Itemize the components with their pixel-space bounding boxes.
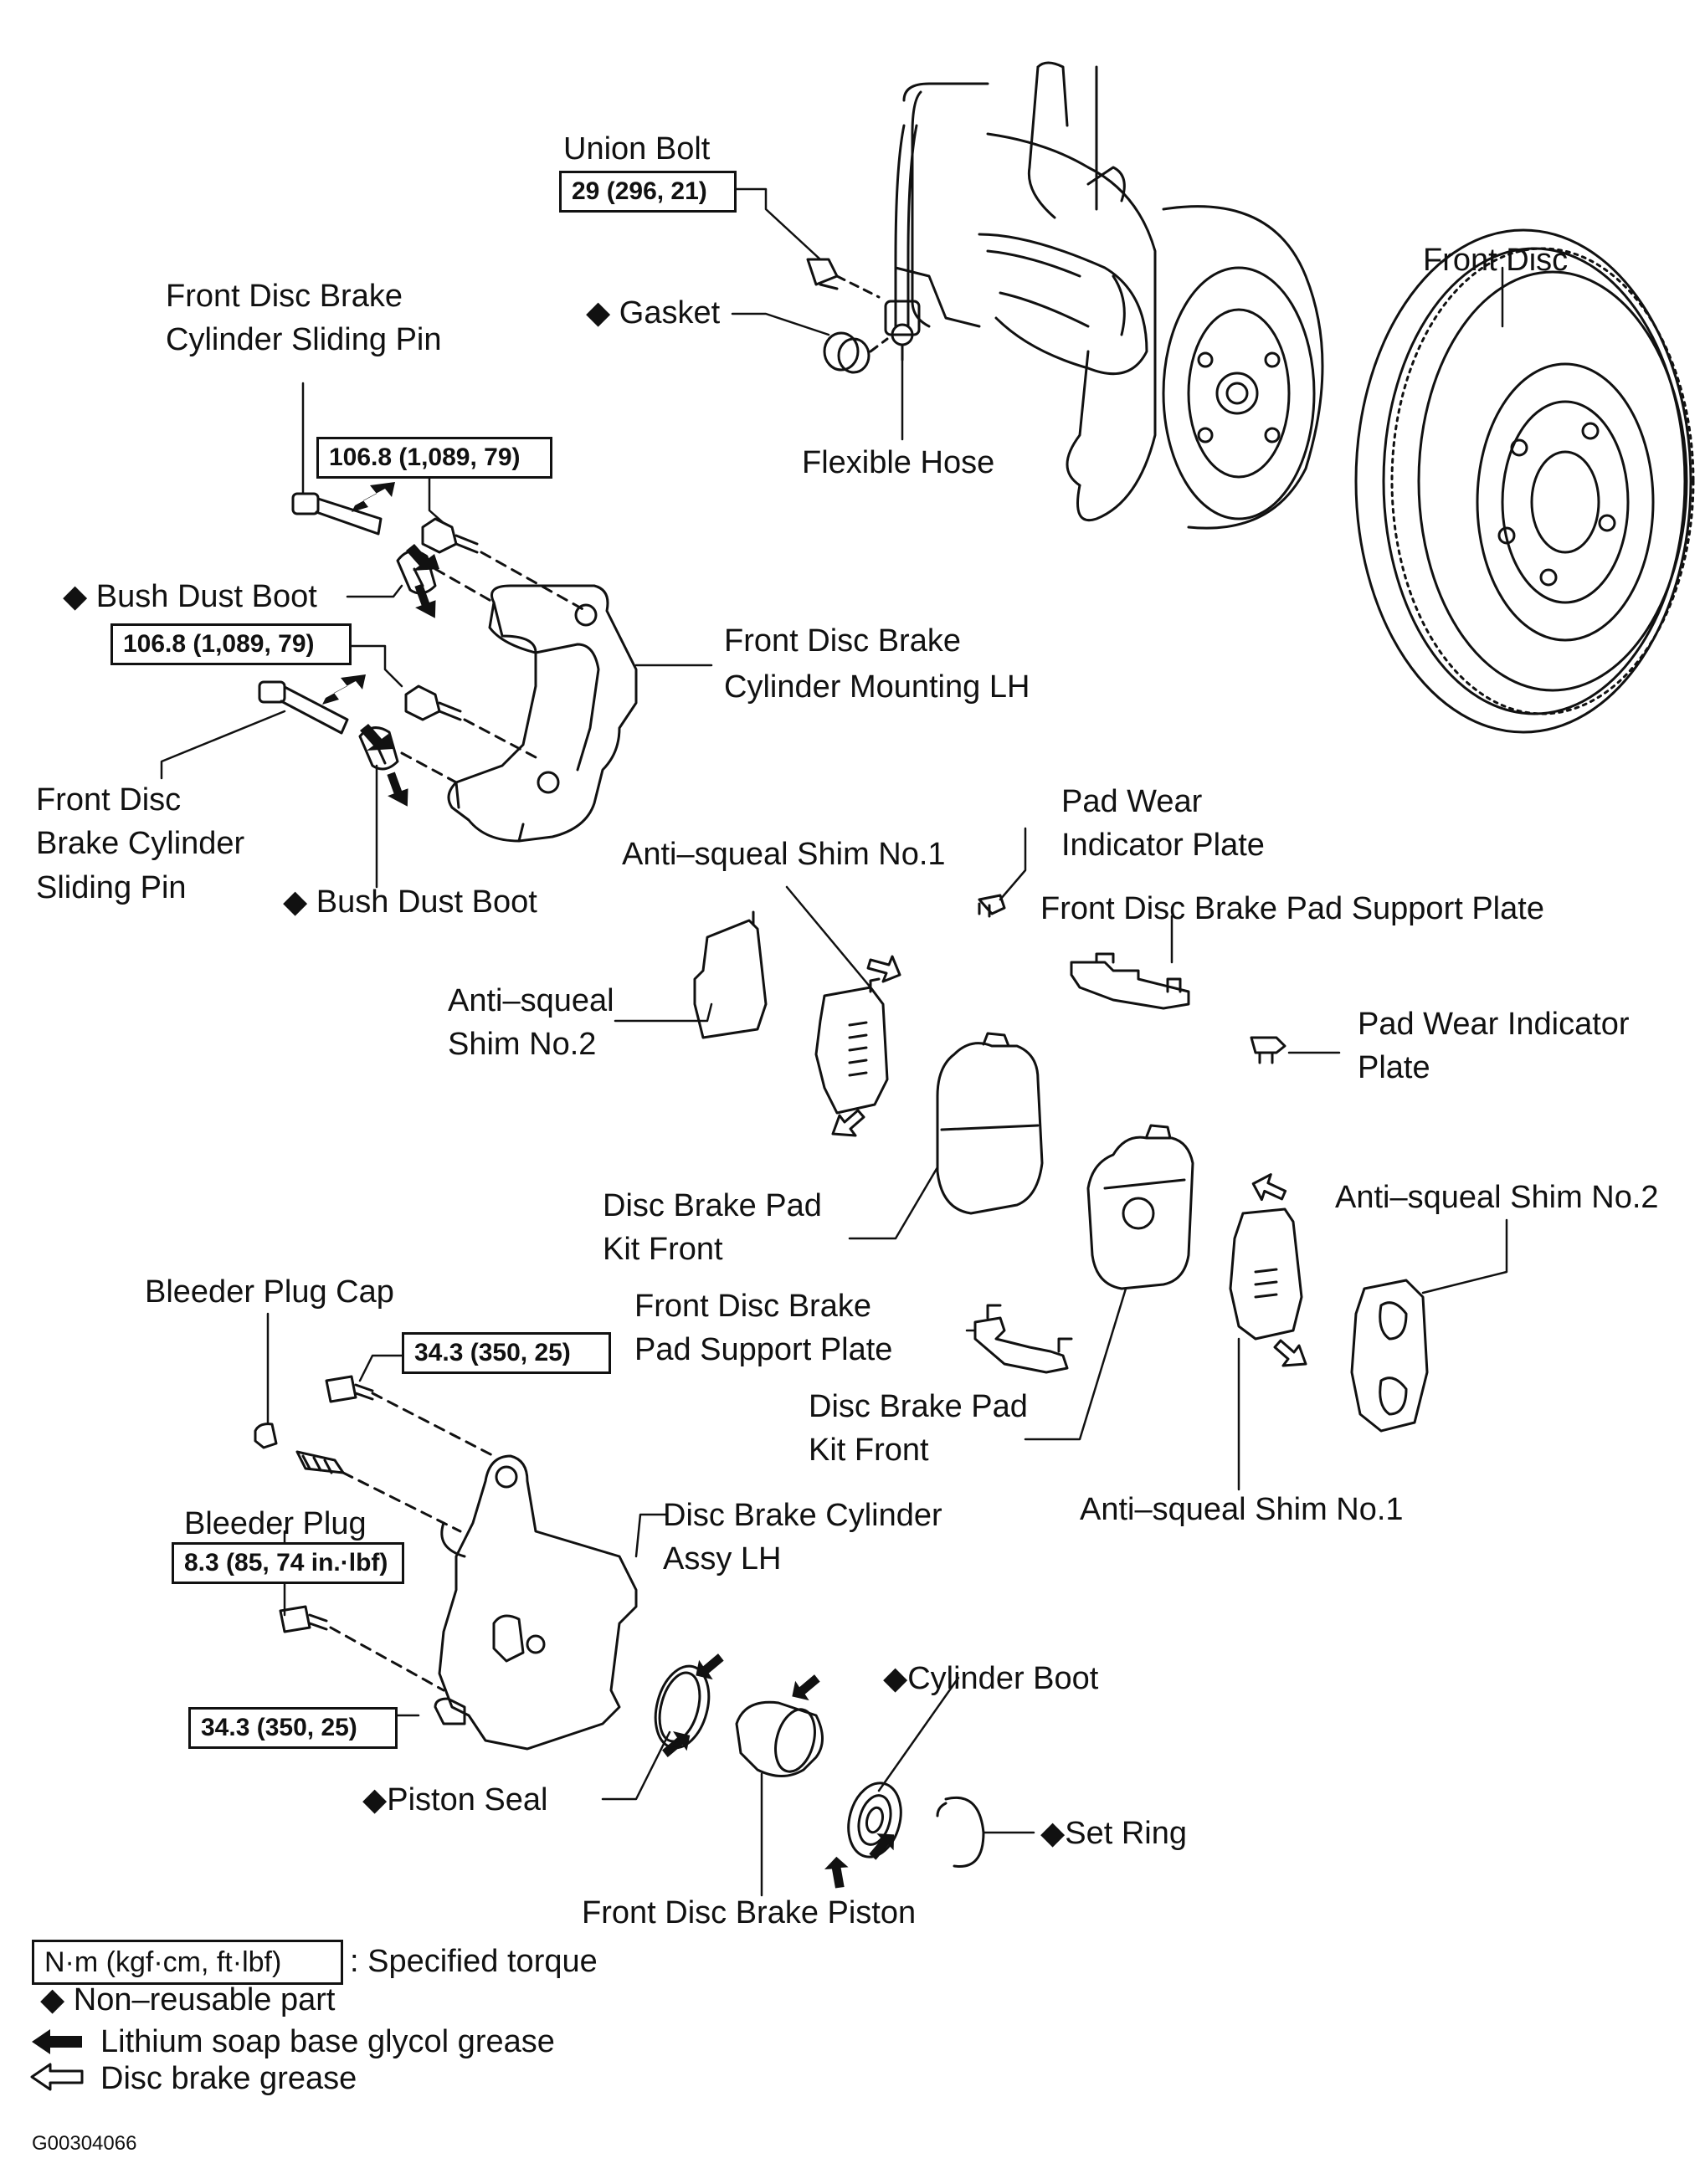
front-disc-label: Front Disc bbox=[1423, 243, 1569, 278]
pad-kit-2-label-line1: Disc Brake Pad bbox=[809, 1389, 1028, 1424]
bleeder-lower-torque-box: 34.3 (350, 25) bbox=[188, 1707, 398, 1749]
shim1-bottom-label: Anti–squeal Shim No.1 bbox=[1080, 1492, 1404, 1527]
set-ring-label: ◆Set Ring bbox=[1040, 1816, 1187, 1851]
piston-label: Front Disc Brake Piston bbox=[582, 1895, 917, 1930]
pad-wear-top-label-line2: Indicator Plate bbox=[1061, 828, 1265, 863]
front-disc-drawing bbox=[1354, 228, 1695, 734]
leader-lines bbox=[160, 187, 1508, 1897]
support-plate-2-label-line2: Pad Support Plate bbox=[634, 1332, 893, 1367]
pad-wear-top-label-line1: Pad Wear bbox=[1061, 784, 1203, 819]
bush-dust-boot-label-upper: ◆ Bush Dust Boot bbox=[63, 579, 317, 614]
legend-non-reusable: ◆ Non–reusable part bbox=[40, 1982, 336, 2017]
shim2-left-label-line1: Anti–squeal bbox=[448, 983, 614, 1018]
legend-disc-brake-grease: Disc brake grease bbox=[100, 2061, 357, 2096]
shim2-left-label-line2: Shim No.2 bbox=[448, 1027, 597, 1062]
bush-dust-boot-label-lower: ◆ Bush Dust Boot bbox=[283, 884, 537, 920]
flexible-hose-label: Flexible Hose bbox=[802, 445, 995, 480]
sliding-pin-left-label-line1: Front Disc bbox=[36, 782, 182, 818]
gasket-label: ◆ Gasket bbox=[586, 295, 721, 331]
pad-kit-1-label-line2: Kit Front bbox=[603, 1232, 723, 1267]
brake-hose-drawing bbox=[806, 124, 921, 374]
support-plate-top-label: Front Disc Brake Pad Support Plate bbox=[1040, 891, 1544, 926]
cylinder-assy-label-line1: Disc Brake Cylinder bbox=[663, 1498, 942, 1533]
cylinder-boot-label: ◆Cylinder Boot bbox=[883, 1661, 1099, 1696]
bleeder-plug-label: Bleeder Plug bbox=[184, 1506, 367, 1541]
legend-arrows bbox=[30, 2029, 84, 2091]
mounting-label-line2: Cylinder Mounting LH bbox=[724, 669, 1030, 705]
mounting-label-line1: Front Disc Brake bbox=[724, 623, 961, 659]
shim2-right-label: Anti–squeal Shim No.2 bbox=[1335, 1180, 1659, 1215]
sliding-pin-top-torque-box: 106.8 (1,089, 79) bbox=[316, 437, 552, 479]
steering-knuckle-drawing bbox=[894, 61, 1324, 530]
pad-kit-2-label-line2: Kit Front bbox=[809, 1433, 929, 1468]
caliper-body-drawing bbox=[254, 1375, 638, 1751]
piston-seal-label: ◆Piston Seal bbox=[362, 1782, 548, 1817]
sliding-pin-top-label-line1: Front Disc Brake bbox=[166, 279, 403, 314]
legend-torque-text: : Specified torque bbox=[350, 1944, 598, 1979]
pad-wear-right-label-line2: Plate bbox=[1358, 1050, 1430, 1085]
cylinder-assy-label-line2: Assy LH bbox=[663, 1541, 782, 1576]
sliding-pin-lower-torque-box: 106.8 (1,089, 79) bbox=[110, 623, 352, 665]
legend-lithium-grease: Lithium soap base glycol grease bbox=[100, 2024, 555, 2059]
shim1-top-label: Anti–squeal Shim No.1 bbox=[622, 837, 946, 872]
pad-kit-1-label-line1: Disc Brake Pad bbox=[603, 1188, 822, 1223]
sliding-pins-drawing bbox=[258, 492, 588, 784]
union-bolt-label: Union Bolt bbox=[563, 131, 711, 167]
support-plate-2-label-line1: Front Disc Brake bbox=[634, 1289, 871, 1324]
legend-torque-box: N·m (kgf·cm, ft·lbf) bbox=[32, 1940, 343, 1985]
pads-and-shims-drawing bbox=[693, 894, 1429, 1433]
bleeder-plug-torque-box: 8.3 (85, 74 in.·lbf) bbox=[172, 1542, 404, 1584]
sliding-pin-top-label-line2: Cylinder Sliding Pin bbox=[166, 322, 442, 357]
figure-code: G00304066 bbox=[32, 2132, 137, 2155]
union-bolt-torque-box: 29 (296, 21) bbox=[559, 171, 737, 213]
pad-wear-right-label-line1: Pad Wear Indicator bbox=[1358, 1007, 1630, 1042]
sliding-pin-left-label-line2: Brake Cylinder bbox=[36, 826, 245, 861]
disc-brake-grease-arrows bbox=[831, 955, 1307, 1367]
sliding-pin-left-label-line3: Sliding Pin bbox=[36, 870, 187, 905]
bleeder-plug-cap-label: Bleeder Plug Cap bbox=[145, 1274, 394, 1310]
mounting-bracket-drawing bbox=[447, 584, 638, 843]
bleeder-upper-torque-box: 34.3 (350, 25) bbox=[402, 1332, 611, 1374]
